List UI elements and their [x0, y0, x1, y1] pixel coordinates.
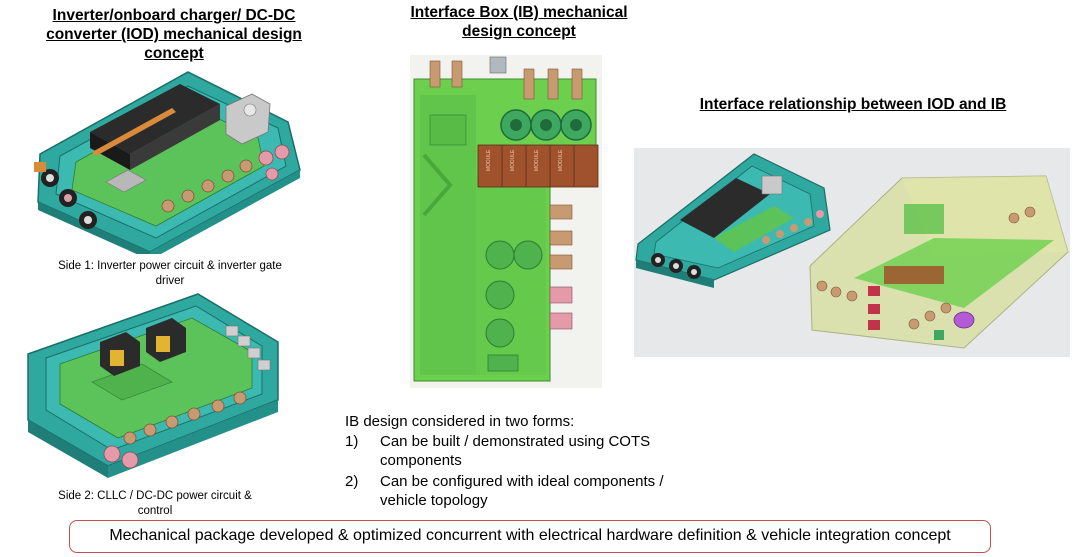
notes-item-line: components	[380, 452, 462, 469]
iod-title-line: converter (IOD) mechanical design	[46, 26, 302, 43]
ib-top-connectors	[429, 56, 583, 100]
caption-line: driver	[155, 275, 185, 287]
caption-line: Side 2: CLLC / DC-DC power circuit &	[58, 490, 252, 502]
relationship-render	[634, 148, 1070, 357]
iod-side1-render	[20, 62, 310, 254]
caption-line: Side 1: Inverter power circuit & inverte…	[58, 260, 282, 272]
iod-side2-caption: Side 2: CLLC / DC-DC power circuit & con…	[30, 489, 280, 519]
iod-title-line: Inverter/onboard charger/ DC-DC	[52, 7, 296, 24]
ib-render: MODULE MODULE MODULE MODULE	[410, 55, 602, 388]
relay-label: MODULE	[558, 149, 564, 171]
notes-item-line: vehicle topology	[380, 492, 488, 509]
relay-label: MODULE	[510, 149, 516, 171]
notes-item: 1) Can be built / demonstrated using COT…	[345, 432, 725, 472]
ib-title-line: Interface Box (IB) mechanical	[410, 4, 628, 21]
caption-line: control	[137, 505, 173, 517]
iod-side2-render	[22, 290, 284, 485]
notes-item-line: Can be built / demonstrated using COTS	[380, 433, 651, 450]
iod-side1-caption: Side 1: Inverter power circuit & inverte…	[20, 259, 320, 289]
ib-forms-notes: IB design considered in two forms: 1) Ca…	[345, 412, 725, 512]
notes-item-line: Can be configured with ideal components …	[380, 473, 664, 490]
iod-title-line: concept	[144, 45, 204, 62]
relay-label: MODULE	[534, 149, 540, 171]
summary-banner: Mechanical package developed & optimized…	[69, 520, 991, 553]
relationship-title: Interface relationship between IOD and I…	[699, 96, 1007, 113]
ib-relay-strip: MODULE MODULE MODULE MODULE	[477, 144, 599, 188]
notes-item-number: 1)	[345, 433, 359, 450]
ib-title: Interface Box (IB) mechanical design con…	[370, 3, 668, 41]
iod-title: Inverter/onboard charger/ DC-DC converte…	[20, 6, 328, 63]
ib-title-line: design concept	[462, 23, 576, 40]
notes-item: 2) Can be configured with ideal componen…	[345, 472, 725, 512]
notes-heading: IB design considered in two forms:	[345, 413, 575, 430]
notes-item-number: 2)	[345, 473, 359, 490]
relay-label: MODULE	[486, 149, 492, 171]
